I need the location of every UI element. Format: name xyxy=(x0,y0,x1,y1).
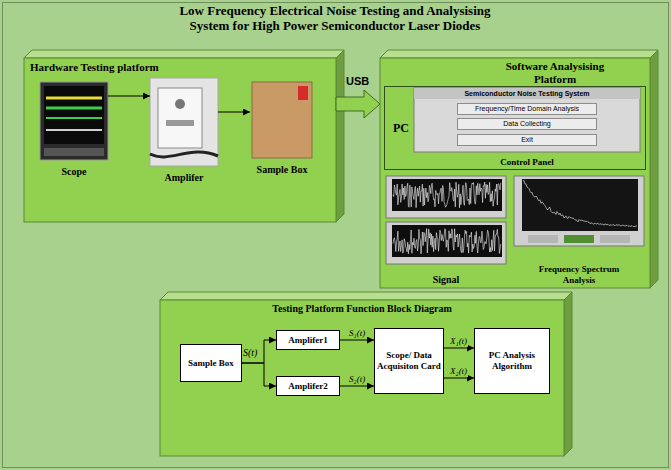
diagram-title: Low Frequency Electrical Noise Testing a… xyxy=(165,3,505,33)
signal-plot xyxy=(392,179,502,211)
box-label: Amplifer2 xyxy=(288,381,328,392)
amplifier-panel xyxy=(166,120,194,126)
amplifier-cable xyxy=(150,152,218,157)
process-box: Sample Box xyxy=(180,344,242,382)
signal-name: S(t) xyxy=(243,347,257,359)
control-panel-titlebar xyxy=(414,88,640,99)
photo-label: Amplifer xyxy=(165,172,204,184)
button-label: Data Collecting xyxy=(503,120,550,128)
box-label: Scope/ Data Acquisiton Card xyxy=(377,350,441,372)
panel-bevel xyxy=(24,50,344,58)
signal-name: X₂(t) xyxy=(449,366,468,377)
amplifier-case xyxy=(158,88,202,148)
signal-connector xyxy=(444,378,474,379)
photo-node: Amplifer xyxy=(150,78,218,184)
signal-window xyxy=(386,222,506,264)
process-box: PC Analysis Algorithm xyxy=(474,328,550,394)
photo-node: Sample Box xyxy=(250,82,314,176)
plot-trace xyxy=(523,180,637,226)
usb-arrow xyxy=(336,90,380,118)
platform-panel: ScopeAmplifer Sample Box Hardware Testing … xyxy=(24,58,336,222)
scope-trace xyxy=(46,107,102,110)
control-panel-window: Frequency/Time Domain AnalysisData Colle… xyxy=(414,88,640,168)
ui-button: Data Collecting xyxy=(457,118,597,130)
scope-photo xyxy=(40,82,108,160)
spectrum-button xyxy=(528,235,558,243)
photo-label: Scope xyxy=(62,166,87,178)
amplifier-photo xyxy=(150,78,218,166)
control-panel-screen xyxy=(414,88,640,152)
view-caption: Signal xyxy=(433,274,460,286)
pc-label: PC xyxy=(393,121,409,135)
ui-button: Exit xyxy=(457,134,597,146)
panel-heading: Hardware Testing platform xyxy=(30,61,159,74)
view-caption: Frequency Spectrum Analysis xyxy=(529,264,629,286)
spectrum-button xyxy=(564,235,594,243)
sample-box-mark xyxy=(298,86,308,100)
spectrum-button xyxy=(600,235,630,243)
process-box: Amplifer2 xyxy=(276,376,340,396)
panel-face xyxy=(380,58,650,288)
signal-name: S₂(t) xyxy=(348,374,366,385)
scope-trace xyxy=(46,129,102,131)
scope-trace xyxy=(46,97,102,100)
platform-panel: Frequency/Time Domain AnalysisData Colle… xyxy=(380,58,650,288)
panel-bevel xyxy=(160,292,572,300)
signal-connector xyxy=(340,386,374,387)
amplifier-knob xyxy=(175,99,185,109)
signal-connector xyxy=(242,363,276,386)
spectrum-plot xyxy=(522,179,638,231)
box-label: Amplifer1 xyxy=(288,335,328,346)
plot-traces xyxy=(393,180,637,253)
panel-bevel xyxy=(650,50,658,288)
signal-connector xyxy=(108,96,150,97)
panel-bevel xyxy=(564,292,572,456)
button-label: Exit xyxy=(521,136,533,144)
panel-heading: Software Analysising Platform xyxy=(490,60,620,86)
scope-trace xyxy=(46,117,102,119)
photo-label: Sample Box xyxy=(257,164,308,176)
bus-label: USB xyxy=(345,75,370,88)
page-frame xyxy=(3,3,669,468)
panel-bevel xyxy=(336,50,344,222)
scope-knobs xyxy=(44,148,104,156)
photo-node: Scope xyxy=(40,82,108,178)
signal-plot xyxy=(392,225,502,257)
signal-view: Signal xyxy=(384,174,508,286)
signal-name: S₁(t) xyxy=(348,328,366,339)
spectrum-window xyxy=(514,176,644,246)
signal-connector xyxy=(218,112,250,113)
plot-trace xyxy=(393,229,501,254)
process-box: Scope/ Data Acquisiton Card xyxy=(374,328,444,394)
pc-frame: Frequency/Time Domain AnalysisData Colle… xyxy=(384,86,646,170)
panel-face xyxy=(24,58,336,222)
ui-button: Frequency/Time Domain Analysis xyxy=(457,103,597,115)
button-label: Frequency/Time Domain Analysis xyxy=(475,105,579,113)
signal-connector xyxy=(242,340,276,363)
box-label: PC Analysis Algorithm xyxy=(477,350,547,372)
signal-connector xyxy=(444,348,474,349)
sample-box-photo xyxy=(252,82,312,158)
plot-trace xyxy=(393,182,501,208)
signal-window xyxy=(386,176,506,218)
panel-face xyxy=(160,300,564,456)
spectrum-view: Frequency Spectrum Analysis xyxy=(512,174,646,286)
signal-name: X₁(t) xyxy=(449,336,468,347)
panel-bevel xyxy=(380,50,658,58)
window-title: Semiconductor Noise Testing System xyxy=(464,89,589,99)
process-box: Amplifer1 xyxy=(276,330,340,350)
window-caption: Control Panel xyxy=(500,157,554,168)
scope-screen xyxy=(44,86,104,144)
panel-heading: Testing Platform Function Block Diagram xyxy=(272,303,452,315)
box-label: Sample Box xyxy=(188,358,234,369)
signal-connector xyxy=(340,340,374,341)
